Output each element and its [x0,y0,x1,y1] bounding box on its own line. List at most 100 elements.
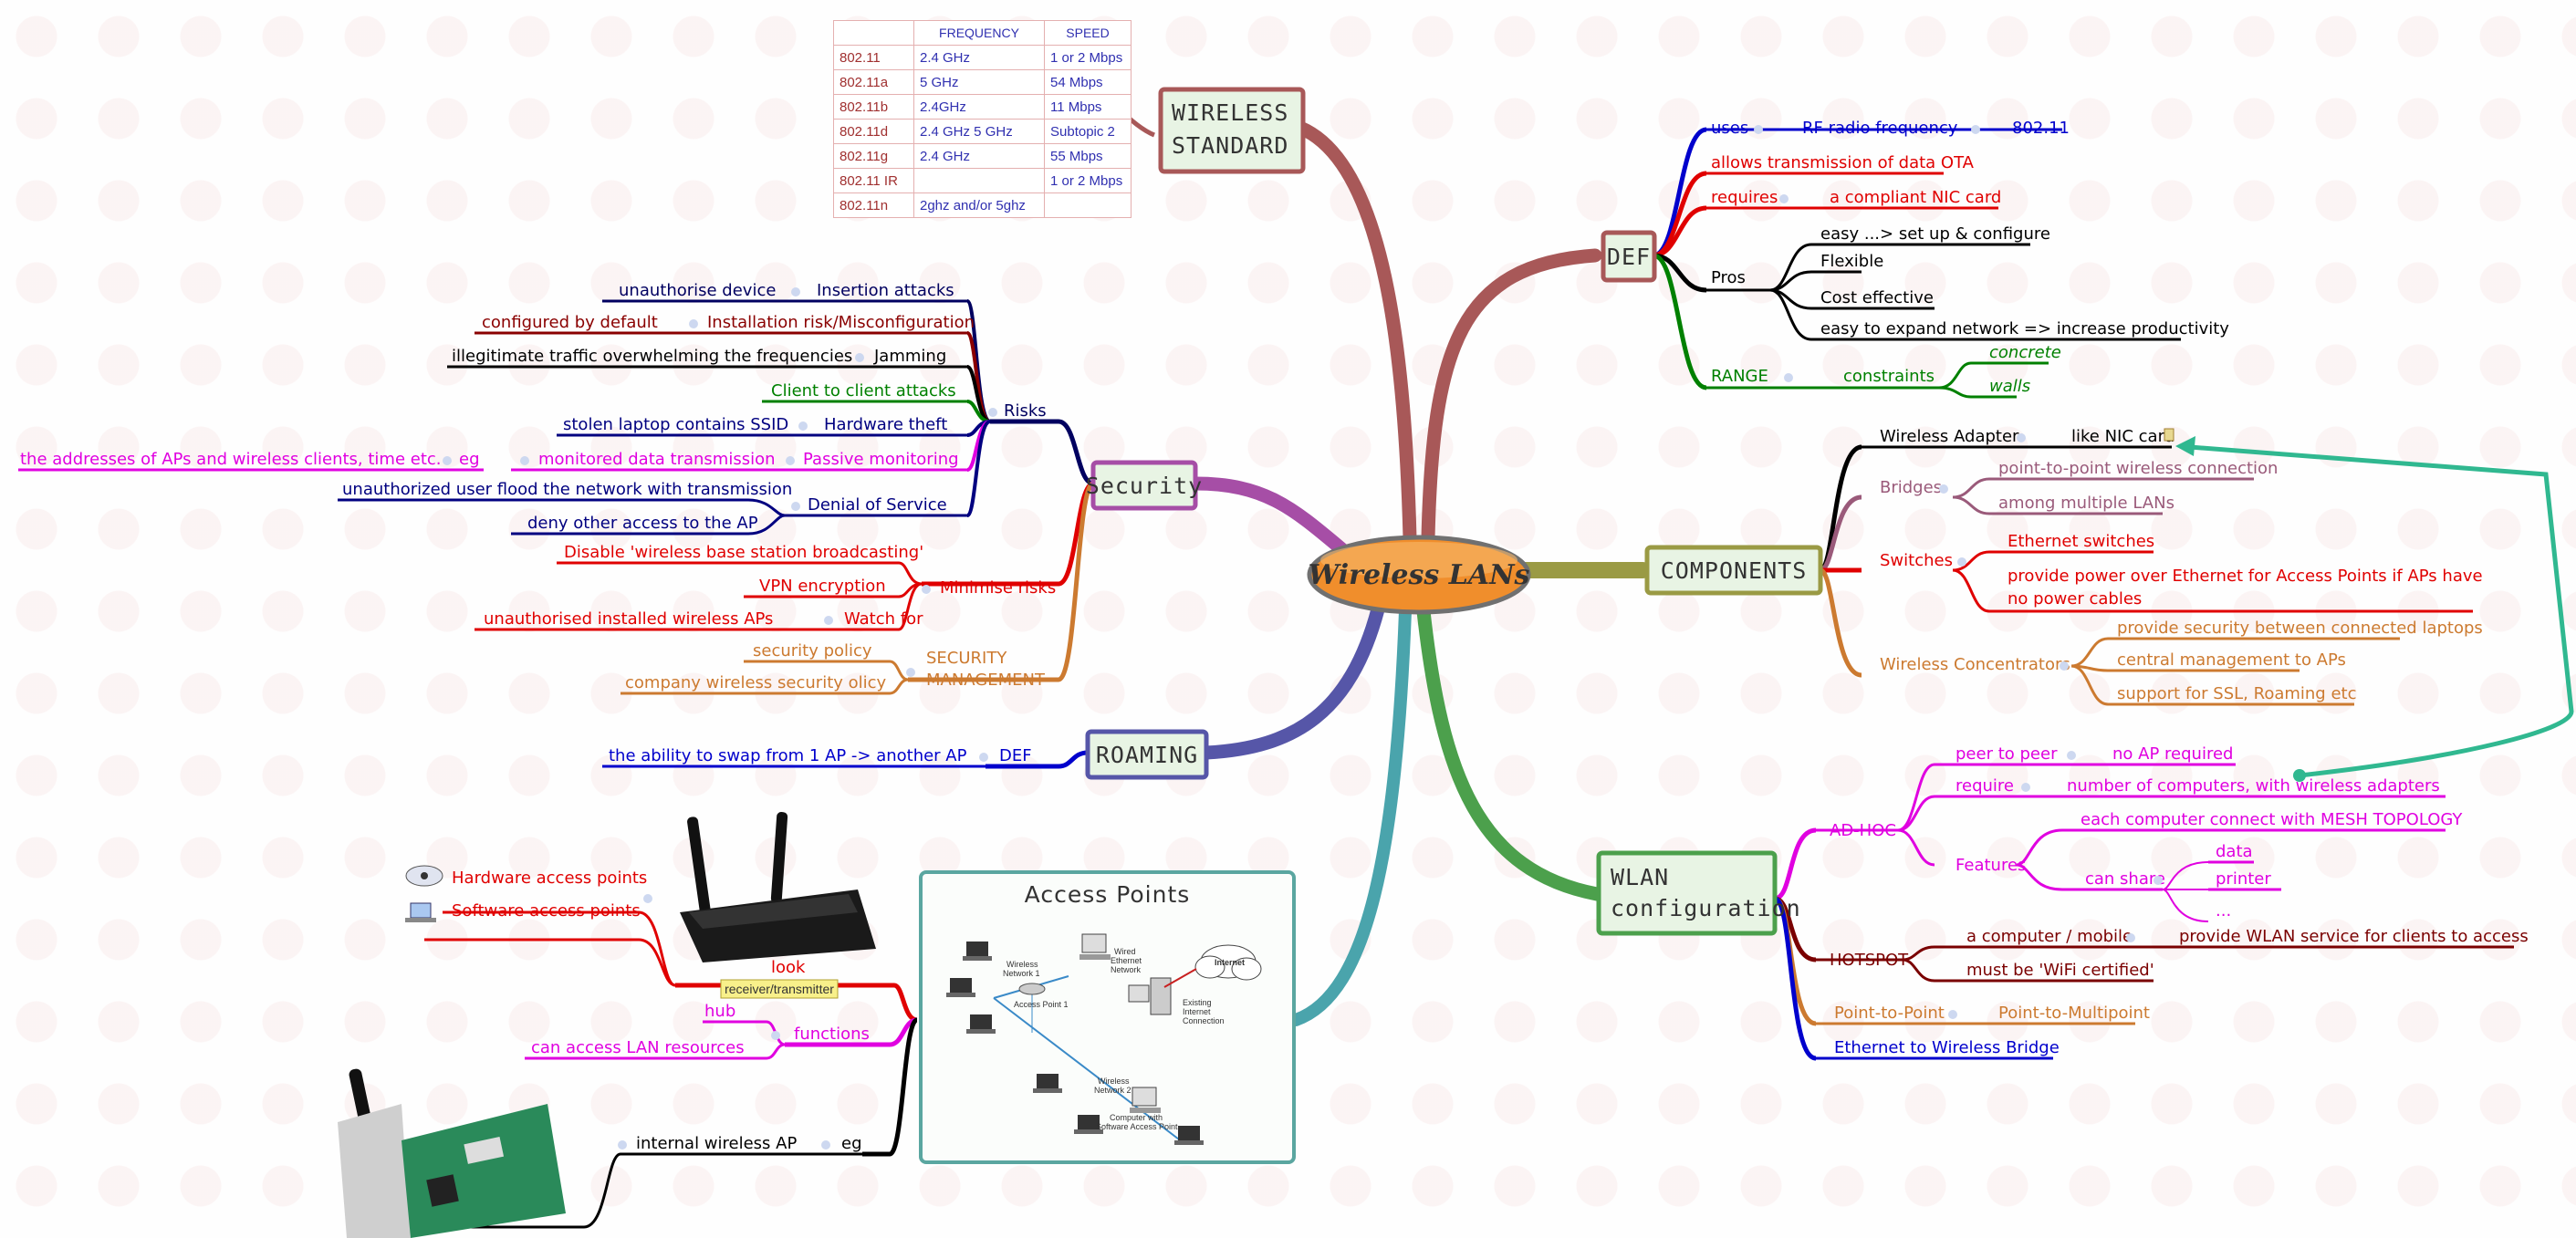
comp-adapter[interactable]: Wireless Adapter [1880,427,2019,446]
note-icon[interactable] [2164,428,2174,442]
wlan-p2p[interactable]: Point-to-Point [1834,1004,1945,1023]
def-uses[interactable]: uses [1711,119,1748,138]
diagram-net1-line2: Network 1 [1003,969,1040,978]
comp-conc-item[interactable]: support for SSL, Roaming etc [2117,684,2357,703]
sec-c2c[interactable]: Client to client attacks [771,381,956,401]
ap-functions[interactable]: functions [794,1025,870,1044]
wlan-share-item[interactable]: data [2216,842,2253,861]
sec-disable[interactable]: Disable 'wireless base station broadcast… [564,543,923,562]
def-pros-item[interactable]: easy to expand network => increase produ… [1820,319,2229,338]
wlan-share-item[interactable]: printer [2216,869,2271,889]
def-pros-item[interactable]: Flexible [1820,252,1883,271]
topic-wireless-standard-line2[interactable]: STANDARD [1172,132,1288,159]
wlan-hotspot[interactable]: HOTSPOT [1830,951,1909,970]
wlan-mesh[interactable]: each computer connect with MESH TOPOLOGY [2081,810,2463,829]
sec-risks[interactable]: Risks [1004,401,1047,421]
comp-p2p-conn[interactable]: point-to-point wireless connection [1998,459,2278,478]
def-ota[interactable]: allows transmission of data OTA [1711,153,1975,172]
sec-monitored[interactable]: monitored data transmission [538,450,776,469]
ap-hw[interactable]: Hardware access points [452,869,647,888]
ap-hub[interactable]: hub [704,1002,735,1021]
sec-dos[interactable]: Denial of Service [808,495,947,515]
sec-vpn[interactable]: VPN encryption [759,577,886,596]
topic-components[interactable]: COMPONENTS [1661,557,1808,584]
topic-wlan-configuration-line1[interactable]: WLAN [1611,864,1669,890]
ap-look[interactable]: look [771,958,806,977]
ap-sw[interactable]: Software access points [452,901,641,921]
ap-rt[interactable]: receiver/transmitter [725,982,834,996]
wlan-certified[interactable]: must be 'WiFi certified' [1966,961,2154,980]
comp-among[interactable]: among multiple LANs [1998,494,2174,513]
sec-mgmt-line1[interactable]: SECURITY [926,649,1007,668]
topic-roaming[interactable]: ROAMING [1096,742,1198,768]
sec-installation[interactable]: Installation risk/Misconfiguration [707,313,975,332]
def-std[interactable]: 802.11 [2012,119,2070,138]
topic-wlan-configuration-line2[interactable]: configuration [1611,895,1801,921]
wlan-can-share[interactable]: can share [2085,869,2165,889]
laptop-icon [1033,1074,1062,1093]
comp-concentrators[interactable]: Wireless Concentrators [1880,655,2070,674]
sec-watch[interactable]: Watch for [844,609,923,629]
sec-hw-theft[interactable]: Hardware theft [824,415,947,434]
wlan-eth-bridge[interactable]: Ethernet to Wireless Bridge [1834,1038,2060,1057]
comp-switches[interactable]: Switches [1880,551,1953,570]
comp-conc-item[interactable]: provide security between connected lapto… [2117,619,2483,638]
roam-text[interactable]: the ability to swap from 1 AP -> another… [609,746,967,765]
comp-poe-line2[interactable]: no power cables [2008,589,2142,609]
topic-access-points[interactable]: Access Points Wireless Network 1 Access … [919,870,1296,1164]
sec-illegit[interactable]: illegitimate traffic overwhelming the fr… [452,347,852,366]
sec-minimise[interactable]: Minimise risks [940,578,1056,598]
def-rf[interactable]: RF radio frequency [1802,119,1958,138]
sec-policy[interactable]: security policy [753,641,872,661]
sec-jamming[interactable]: Jamming [873,347,946,366]
sec-flood[interactable]: unauthorized user flood the network with… [342,480,792,499]
wlan-provide-service[interactable]: provide WLAN service for clients to acce… [2179,927,2529,946]
def-pros-item[interactable]: easy ...> set up & configure [1820,224,2050,244]
sec-mgmt-line2[interactable]: MANAGEMENT [926,671,1046,690]
wlan-computer-mobile[interactable]: a computer / mobile [1966,927,2133,946]
sec-unauth-ap[interactable]: unauthorised installed wireless APs [484,609,773,629]
sec-company-policy[interactable]: company wireless security olicy [625,673,887,692]
ap-internal[interactable]: internal wireless AP [636,1134,797,1153]
def-pros-item[interactable]: Cost effective [1820,288,1934,307]
def-constraint-item[interactable]: concrete [1989,343,2061,362]
diagram-existing-line1: Existing [1183,998,1212,1007]
comp-bridges[interactable]: Bridges [1880,478,1942,497]
comp-like-nic[interactable]: like NIC card [2071,427,2174,446]
comp-poe-line1[interactable]: provide power over Ethernet for Access P… [2008,567,2483,586]
wlan-p2mp[interactable]: Point-to-Multipoint [1998,1004,2150,1023]
wlan-features[interactable]: Features [1955,856,2026,875]
roam-def[interactable]: DEF [999,746,1032,765]
wlan-peer[interactable]: peer to peer [1955,744,2058,764]
wlan-share-item[interactable]: ... [2216,901,2231,921]
topic-def[interactable]: DEF [1607,244,1651,270]
topic-wireless-standard-line1[interactable]: WIRELESS [1172,99,1288,126]
comp-conc-item[interactable]: central management to APs [2117,650,2346,670]
sec-config-default[interactable]: configured by default [482,313,658,332]
sec-stolen[interactable]: stolen laptop contains SSID [563,415,788,434]
sec-unauth-device[interactable]: unauthorise device [619,281,776,300]
wlan-no-ap[interactable]: no AP required [2112,744,2233,764]
def-range[interactable]: RANGE [1711,367,1768,386]
sec-addresses[interactable]: the addresses of APs and wireless client… [20,450,442,469]
def-requires[interactable]: requires [1711,188,1778,207]
ap-lan[interactable]: can access LAN resources [531,1038,745,1057]
ap-eg[interactable]: eg [841,1134,862,1153]
def-constraint-item[interactable]: walls [1989,377,2030,396]
def-pros[interactable]: Pros [1711,268,1746,287]
def-nic[interactable]: a compliant NIC card [1830,188,2001,207]
topic-security[interactable]: Security [1086,473,1203,499]
wlan-require[interactable]: require [1955,776,2014,796]
wlan-num-comp[interactable]: number of computers, with wireless adapt… [2067,776,2440,796]
sec-passive[interactable]: Passive monitoring [803,450,959,469]
table-cell: 1 or 2 Mbps [1044,45,1132,70]
comp-eth-switch[interactable]: Ethernet switches [2008,532,2154,551]
center-node[interactable] [1307,535,1531,615]
sec-deny[interactable]: deny other access to the AP [527,514,758,533]
sec-insertion[interactable]: Insertion attacks [817,281,954,300]
wlan-adhoc[interactable]: AD-HOC [1830,821,1896,840]
sec-eg[interactable]: eg [459,450,480,469]
def-constraints[interactable]: constraints [1843,367,1935,386]
